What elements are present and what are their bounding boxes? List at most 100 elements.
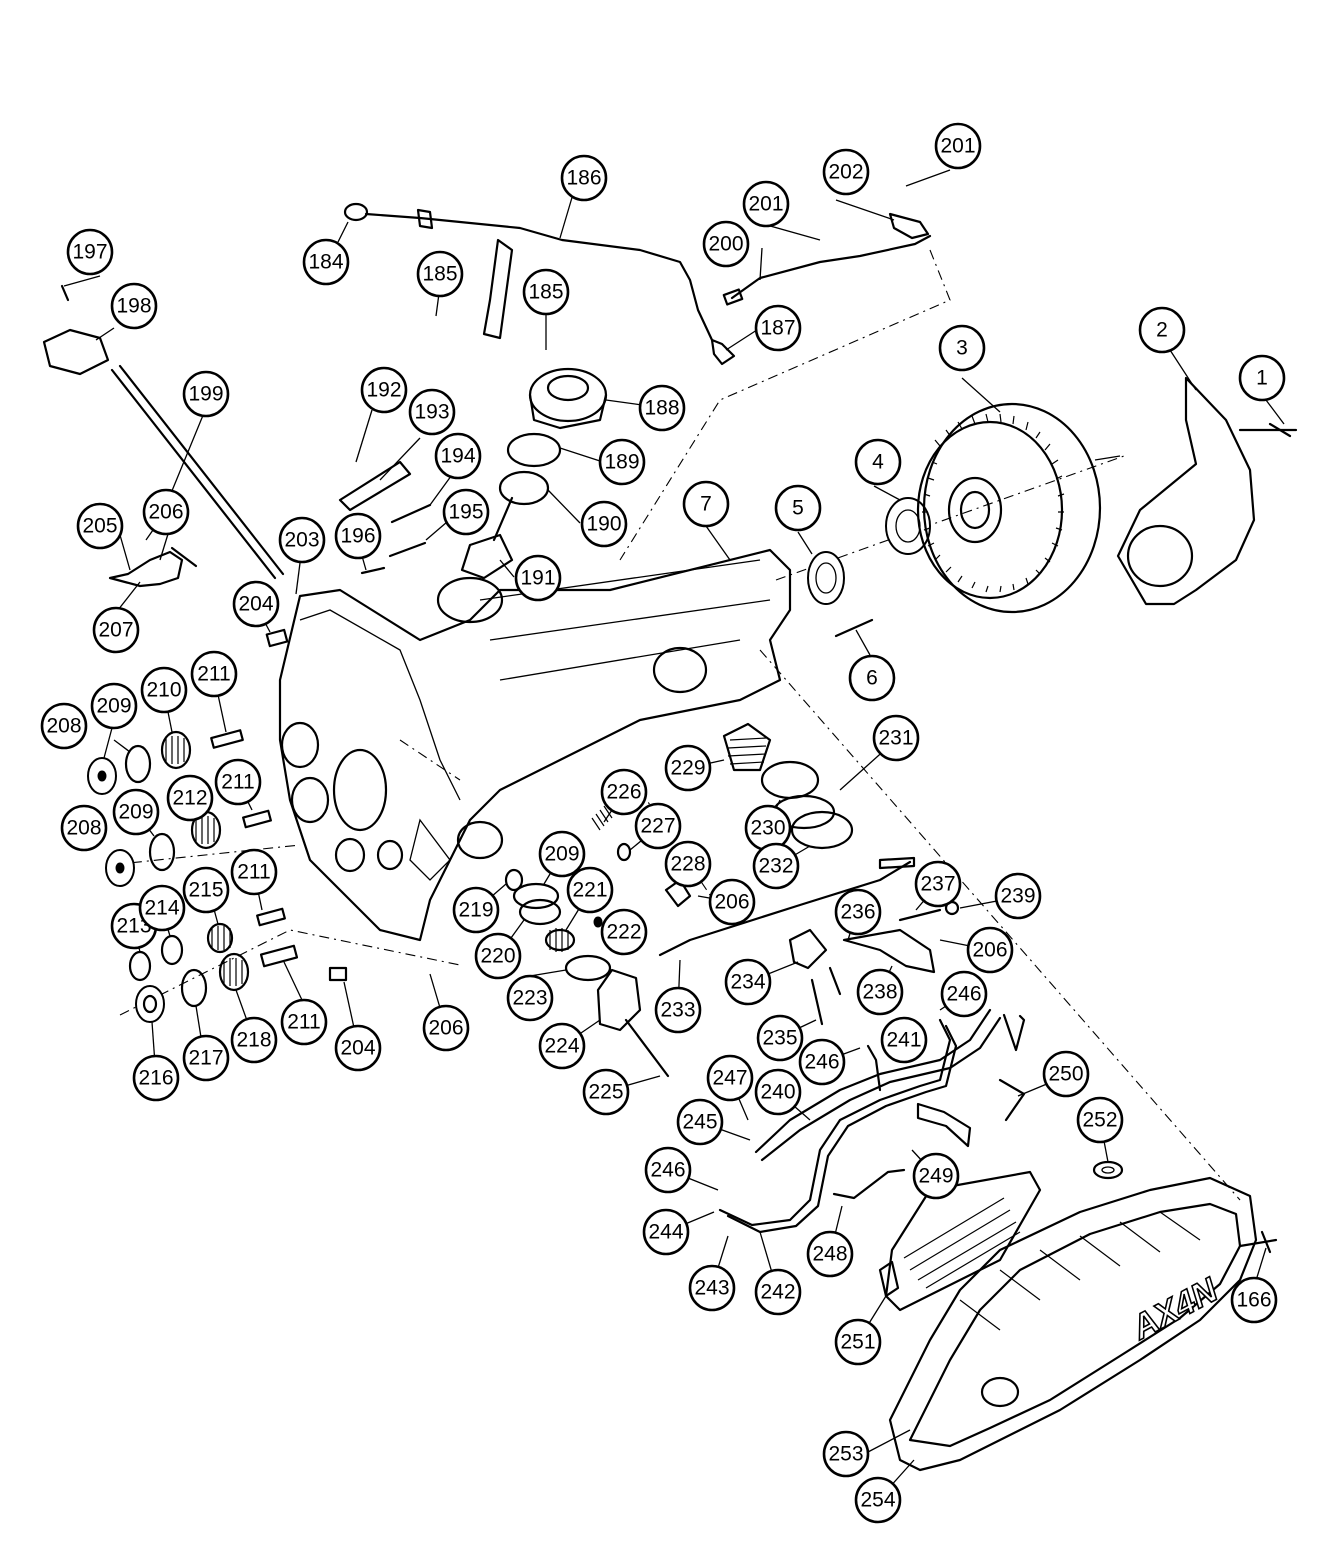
callout-249[interactable]: 249: [912, 1152, 960, 1200]
callout-220[interactable]: 220: [474, 932, 522, 980]
callout-label: 248: [812, 1243, 847, 1266]
callout-194[interactable]: 194: [434, 432, 482, 480]
callout-185[interactable]: 185: [522, 268, 570, 316]
callout-241[interactable]: 241: [880, 1016, 928, 1064]
transmission-case: [278, 548, 792, 942]
callout-label: 209: [544, 843, 579, 866]
callout-240[interactable]: 240: [754, 1068, 802, 1116]
callout-247[interactable]: 247: [706, 1054, 754, 1102]
callout-222[interactable]: 222: [600, 908, 648, 956]
callout-210[interactable]: 210: [140, 666, 188, 714]
callout-235[interactable]: 235: [756, 1014, 804, 1062]
callout-236[interactable]: 236: [834, 888, 882, 936]
callout-237[interactable]: 237: [914, 860, 962, 908]
callout-231[interactable]: 231: [872, 714, 920, 762]
callout-166[interactable]: 166: [1230, 1276, 1278, 1324]
callout-246[interactable]: 246: [940, 970, 988, 1018]
callout-209[interactable]: 209: [90, 682, 138, 730]
callout-206[interactable]: 206: [422, 1004, 470, 1052]
callout-label: 246: [804, 1051, 839, 1074]
callout-211[interactable]: 211: [190, 650, 238, 698]
callout-223[interactable]: 223: [506, 974, 554, 1022]
callout-197[interactable]: 197: [66, 228, 114, 276]
callout-206[interactable]: 206: [966, 926, 1014, 974]
callout-208[interactable]: 208: [60, 804, 108, 852]
callout-205[interactable]: 205: [76, 502, 124, 550]
callout-190[interactable]: 190: [580, 500, 628, 548]
callout-204[interactable]: 204: [232, 580, 280, 628]
callout-221[interactable]: 221: [566, 866, 614, 914]
callout-251[interactable]: 251: [834, 1318, 882, 1366]
callout-193[interactable]: 193: [408, 388, 456, 436]
callout-198[interactable]: 198: [110, 282, 158, 330]
callout-228[interactable]: 228: [664, 840, 712, 888]
callout-211[interactable]: 211: [230, 848, 278, 896]
callout-208[interactable]: 208: [40, 702, 88, 750]
callout-248[interactable]: 248: [806, 1230, 854, 1278]
callout-245[interactable]: 245: [676, 1098, 724, 1146]
callout-254[interactable]: 254: [854, 1476, 902, 1524]
callout-label: 233: [660, 999, 695, 1022]
callout-207[interactable]: 207: [92, 606, 140, 654]
callout-196[interactable]: 196: [334, 512, 382, 560]
callout-246[interactable]: 246: [798, 1038, 846, 1086]
callout-204[interactable]: 204: [334, 1024, 382, 1072]
callout-246[interactable]: 246: [644, 1146, 692, 1194]
callout-238[interactable]: 238: [856, 968, 904, 1016]
callout-234[interactable]: 234: [724, 958, 772, 1006]
callout-202[interactable]: 202: [822, 148, 870, 196]
callout-244[interactable]: 244: [642, 1208, 690, 1256]
callout-239[interactable]: 239: [994, 872, 1042, 920]
callout-242[interactable]: 242: [754, 1268, 802, 1316]
callout-224[interactable]: 224: [538, 1022, 586, 1070]
callout-2[interactable]: 2: [1138, 306, 1186, 354]
callout-192[interactable]: 192: [360, 366, 408, 414]
callout-188[interactable]: 188: [638, 384, 686, 432]
callout-225[interactable]: 225: [582, 1068, 630, 1116]
callout-label: 207: [98, 619, 133, 642]
callout-185[interactable]: 185: [416, 250, 464, 298]
callout-199[interactable]: 199: [182, 370, 230, 418]
callout-label: 185: [422, 263, 457, 286]
callout-206[interactable]: 206: [142, 488, 190, 536]
callout-203[interactable]: 203: [278, 516, 326, 564]
callout-211[interactable]: 211: [280, 998, 328, 1046]
callout-7[interactable]: 7: [682, 480, 730, 528]
callout-191[interactable]: 191: [514, 554, 562, 602]
callout-229[interactable]: 229: [664, 744, 712, 792]
callout-253[interactable]: 253: [822, 1430, 870, 1478]
dipstick-and-tube: [343, 202, 736, 366]
callout-233[interactable]: 233: [654, 986, 702, 1034]
callout-232[interactable]: 232: [752, 842, 800, 890]
callout-3[interactable]: 3: [938, 324, 986, 372]
callout-243[interactable]: 243: [688, 1264, 736, 1312]
callout-201[interactable]: 201: [934, 122, 982, 170]
callout-201[interactable]: 201: [742, 180, 790, 228]
callout-230[interactable]: 230: [744, 804, 792, 852]
callout-4[interactable]: 4: [854, 438, 902, 486]
callout-226[interactable]: 226: [600, 768, 648, 816]
callout-5[interactable]: 5: [774, 484, 822, 532]
callout-215[interactable]: 215: [182, 866, 230, 914]
callout-219[interactable]: 219: [452, 886, 500, 934]
callout-6[interactable]: 6: [848, 654, 896, 702]
callout-206[interactable]: 206: [708, 878, 756, 926]
callout-200[interactable]: 200: [702, 220, 750, 268]
callout-189[interactable]: 189: [598, 438, 646, 486]
callout-184[interactable]: 184: [302, 238, 350, 286]
callout-216[interactable]: 216: [132, 1054, 180, 1102]
callout-187[interactable]: 187: [754, 304, 802, 352]
callout-195[interactable]: 195: [442, 488, 490, 536]
callout-209[interactable]: 209: [538, 830, 586, 878]
callout-186[interactable]: 186: [560, 154, 608, 202]
callout-212[interactable]: 212: [166, 774, 214, 822]
callout-218[interactable]: 218: [230, 1016, 278, 1064]
callout-227[interactable]: 227: [634, 802, 682, 850]
callout-252[interactable]: 252: [1076, 1096, 1124, 1144]
callout-250[interactable]: 250: [1042, 1050, 1090, 1098]
callout-217[interactable]: 217: [182, 1034, 230, 1082]
callout-209[interactable]: 209: [112, 788, 160, 836]
callout-214[interactable]: 214: [138, 884, 186, 932]
callout-211[interactable]: 211: [214, 758, 262, 806]
callout-1[interactable]: 1: [1238, 354, 1286, 402]
